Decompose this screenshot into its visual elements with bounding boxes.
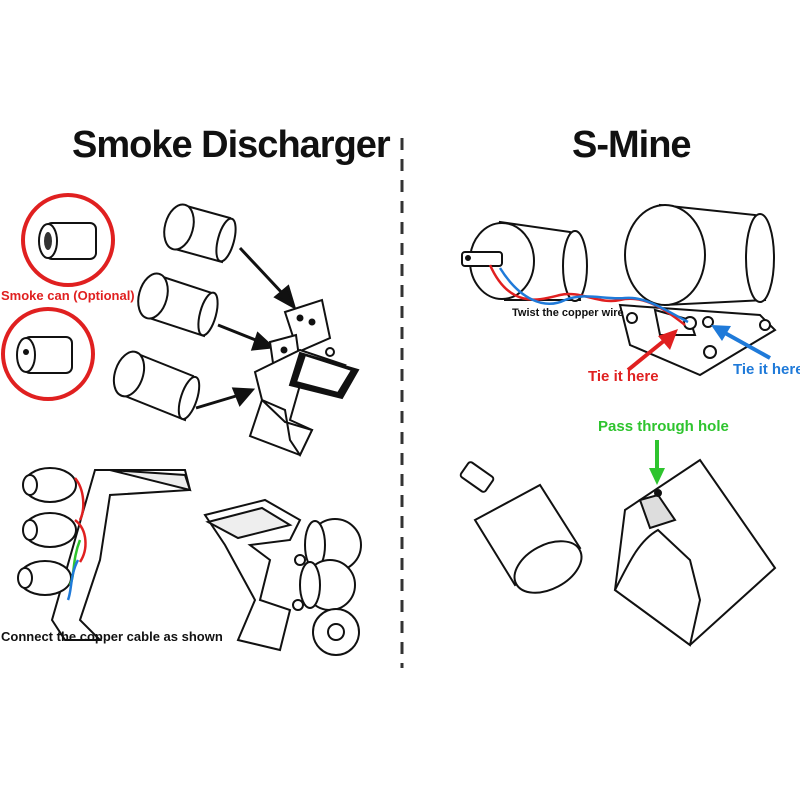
tie-arrows [626, 325, 771, 372]
pass-through-arrow [649, 440, 665, 485]
discharger-tube-2 [137, 272, 219, 338]
s-mine-title: S-Mine [572, 124, 692, 166]
copper-wire-marks [66, 477, 87, 601]
s-mine-large-cylinder [624, 203, 775, 307]
s-mine-unit-right [613, 458, 777, 647]
bracket-mount [248, 298, 360, 458]
insert-arrows [195, 246, 297, 410]
s-mine-base-plate [618, 303, 777, 377]
discharger-tube-3 [112, 350, 201, 422]
tie-here-red-label: Tie it here [588, 368, 659, 385]
discharger-tube-1 [163, 203, 237, 264]
assembled-discharger [203, 498, 362, 656]
connect-copper-label: Connect the copper cable as shown [1, 629, 223, 644]
smoke-can-label: Smoke can (Optional) [1, 288, 135, 303]
smoke-can-illustration-1 [21, 193, 115, 287]
tie-here-blue-label: Tie it here [733, 361, 800, 378]
pass-through-hole-label: Pass through hole [598, 418, 729, 435]
smoke-discharger-title: Smoke Discharger [72, 124, 391, 166]
twist-wire-label: Twist the copper wire [512, 307, 624, 319]
twisted-copper-wire [488, 264, 689, 326]
smoke-can-illustration-2 [1, 307, 95, 401]
s-mine-small-cylinder [461, 220, 588, 302]
s-mine-unit-left [459, 461, 583, 594]
wired-bracket-closeup [17, 467, 192, 641]
